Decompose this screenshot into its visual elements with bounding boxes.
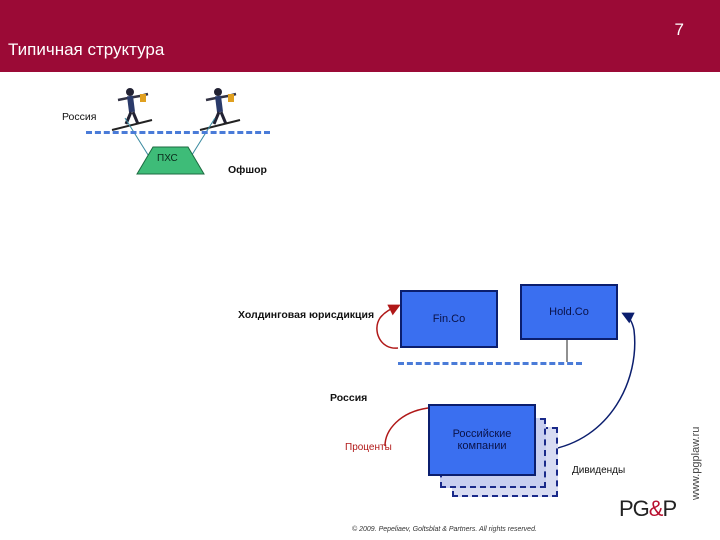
- logo-text-main: PG: [619, 496, 650, 521]
- interest-arrow-bottom: [384, 407, 429, 447]
- phs-triangle: [136, 146, 205, 175]
- dividends-label: Дивиденды: [572, 465, 626, 476]
- russian-companies-box: Российские компании: [428, 404, 536, 476]
- finco-box: Fin.Co: [400, 290, 498, 348]
- phs-label: ПХС: [157, 153, 178, 164]
- logo-ampersand: &: [648, 496, 664, 521]
- slide-number: 7: [674, 20, 684, 39]
- connector-line-left: [124, 117, 151, 159]
- skier-figure-left: [111, 88, 153, 131]
- dividends-arrow: [547, 312, 636, 451]
- logo-text-end: P: [662, 496, 677, 521]
- pgp-logo: PG&P: [619, 496, 677, 522]
- connector-line-right: [189, 117, 216, 159]
- holdco-box: Hold.Co: [520, 284, 618, 340]
- copyright-footer: © 2009. Pepeliaev, Goltsblat & Partners.…: [352, 526, 537, 533]
- russia-label-bottom: Россия: [330, 392, 368, 404]
- russian-companies-label: Российские компании: [452, 428, 512, 452]
- interest-arrow-top: [376, 304, 401, 349]
- interest-label: Проценты: [345, 442, 392, 453]
- skier-figure-right: [199, 88, 241, 131]
- finco-label: Fin.Co: [432, 313, 466, 325]
- holdco-label: Hold.Co: [549, 306, 589, 318]
- russia-label-top: Россия: [62, 111, 97, 123]
- border-line-bottom: [398, 362, 582, 365]
- website-url: www.pgplaw.ru: [690, 426, 702, 500]
- holding-jurisdiction-label: Холдинговая юрисдикция: [238, 309, 375, 321]
- slide-title: Типичная структура: [8, 40, 165, 59]
- border-line-top: [86, 131, 270, 134]
- header-bar: 7 Типичная структура: [0, 0, 720, 72]
- offshore-label: Офшор: [228, 164, 267, 176]
